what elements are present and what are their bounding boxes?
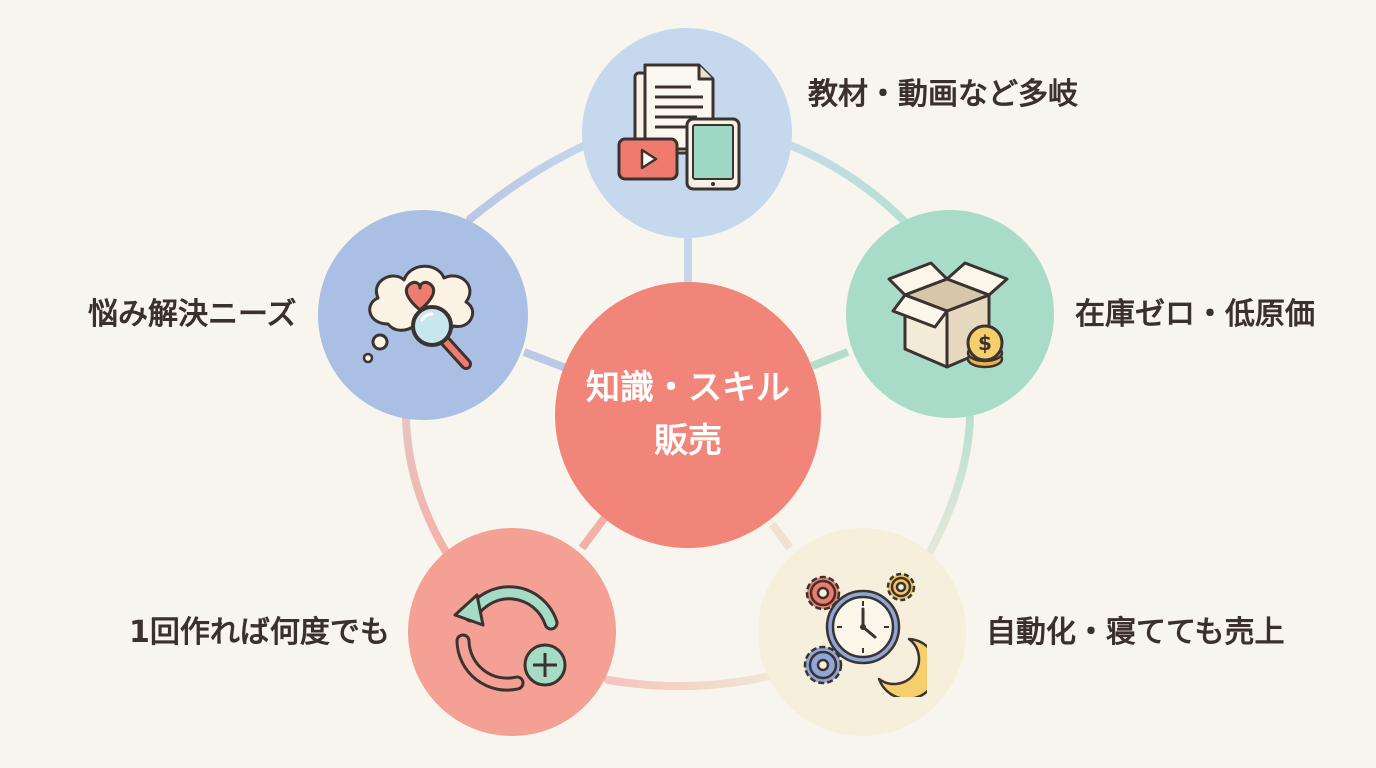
label-problem-solving: 悩み解決ニーズ [88, 297, 297, 332]
node-materials [582, 28, 792, 238]
label-zero-inventory: 在庫ゼロ・低原価 [1075, 297, 1315, 332]
spoke [522, 348, 568, 372]
svg-text:$: $ [978, 331, 992, 355]
spoke [768, 521, 794, 551]
label-materials: 教材・動画など多岐 [808, 77, 1078, 112]
label-reusable: 1回作れば何度でも [129, 615, 390, 650]
ring-segment [402, 414, 450, 556]
documents-video-tablet-icon [617, 63, 741, 191]
center-hub: 知識・スキル 販売 [555, 282, 821, 548]
ring-segment [926, 414, 974, 556]
node-reusable [408, 528, 616, 736]
center-title-line1: 知識・スキル [586, 368, 790, 409]
gears-clock-moon-icon [803, 572, 927, 697]
node-zero-inventory: $ [846, 210, 1054, 418]
thought-heart-magnifier-icon [362, 264, 475, 370]
node-problem-solving [318, 210, 528, 420]
repeat-plus-icon [453, 585, 567, 692]
label-automation: 自動化・寝てても売上 [986, 615, 1285, 650]
open-box-coin-icon: $ [887, 261, 1009, 369]
spoke [810, 348, 850, 370]
ring-segment [466, 140, 592, 223]
center-title-line2: 販売 [654, 421, 722, 461]
spoke [578, 513, 610, 551]
node-automation [758, 528, 966, 736]
ring-segment [604, 672, 774, 691]
ring-segment [788, 142, 908, 225]
